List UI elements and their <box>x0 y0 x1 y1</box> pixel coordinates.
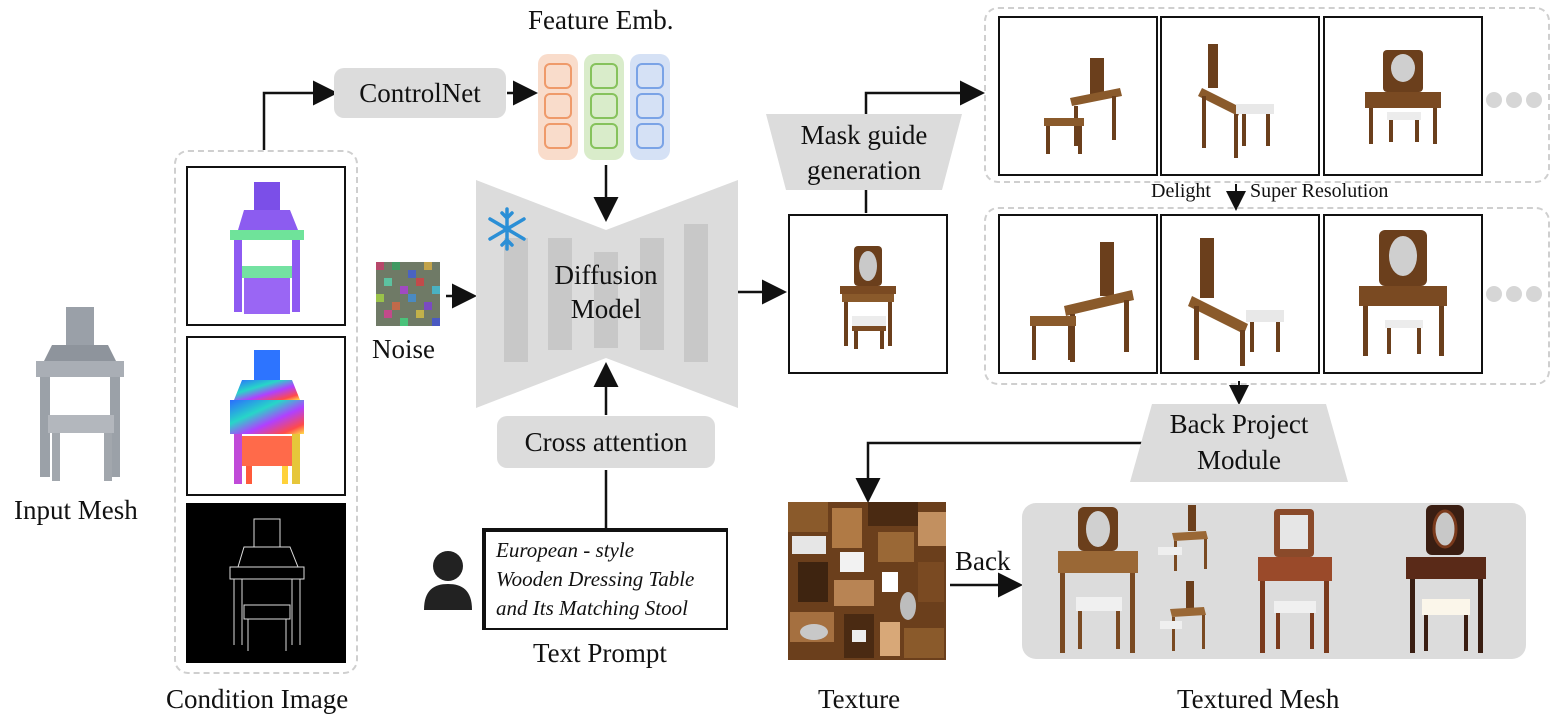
mask-guide-label: Mask guide generation <box>776 118 952 188</box>
feature-embedding-columns <box>538 54 670 160</box>
ellipsis-icon-top <box>1486 92 1542 108</box>
enhanced-view-image-2 <box>1160 214 1320 374</box>
texture-label: Texture <box>818 684 901 714</box>
arrow-mask-to-views <box>864 80 985 114</box>
input-mesh-label: Input Mesh <box>14 495 138 525</box>
input-mesh-image <box>36 307 124 481</box>
diffusion-model-label: Diffusion Model <box>536 258 676 326</box>
normal-map-image <box>186 166 346 326</box>
view-image-2 <box>1160 16 1320 176</box>
mask-guide-line1: Mask guide <box>800 120 928 150</box>
diffusion-line2: Model <box>570 294 642 324</box>
prompt-line2: Wooden Dressing Table <box>496 567 695 591</box>
textured-mesh-label: Textured Mesh <box>1177 684 1340 714</box>
diffusion-line1: Diffusion <box>554 260 658 290</box>
back-project-line1: Back Project <box>1169 409 1309 439</box>
position-map-image <box>186 336 346 496</box>
text-prompt-label: Text Prompt <box>533 638 667 668</box>
enhanced-view-image-1 <box>998 214 1158 374</box>
controlnet-box: ControlNet <box>334 68 506 118</box>
cross-attention-box: Cross attention <box>497 416 715 468</box>
feature-emb-label: Feature Emb. <box>528 5 674 35</box>
noise-image <box>376 262 440 326</box>
prompt-line1: European - style <box>496 538 635 562</box>
condition-image-group <box>174 150 358 674</box>
text-prompt-box <box>482 528 728 630</box>
enhanced-view-image-3 <box>1323 214 1483 374</box>
back-project-label: Back Project Module <box>1140 406 1338 478</box>
ellipsis-icon-bottom <box>1486 286 1542 302</box>
textured-mesh-renders <box>1058 505 1486 653</box>
snowflake-icon <box>488 207 526 251</box>
super-resolution-label: Super Resolution <box>1250 180 1389 202</box>
delight-label: Delight <box>1151 180 1211 202</box>
diffusion-model-shape <box>476 180 738 408</box>
view-image-3 <box>1323 16 1483 176</box>
arrow-condition-to-controlnet <box>262 80 338 150</box>
prompt-line3: and Its Matching Stool <box>496 596 688 620</box>
arrow-backproject-to-texture <box>855 441 1150 503</box>
back-label: Back <box>955 546 1011 576</box>
noise-label: Noise <box>372 334 435 364</box>
mask-guide-line2: generation <box>807 155 921 185</box>
edge-map-image <box>186 503 346 663</box>
back-project-shape <box>1130 404 1348 482</box>
generated-view-image <box>788 214 948 374</box>
multiview-bottom-group <box>984 207 1550 385</box>
view-image-1 <box>998 16 1158 176</box>
back-project-line2: Module <box>1197 445 1281 475</box>
multiview-top-group <box>984 7 1550 183</box>
texture-atlas-image <box>788 502 946 660</box>
text-prompt-content: European - style Wooden Dressing Table a… <box>496 536 694 623</box>
mask-guide-shape <box>766 114 962 190</box>
user-icon <box>424 551 472 610</box>
condition-image-label: Condition Image <box>166 684 349 714</box>
